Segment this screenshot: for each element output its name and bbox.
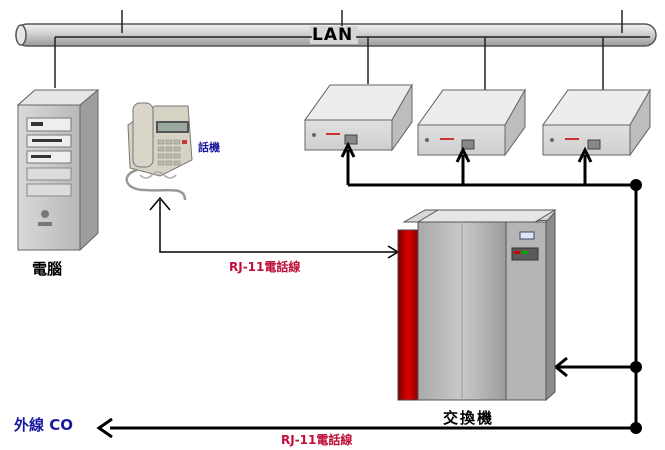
phone-label: 話機 bbox=[198, 141, 220, 154]
outside-line-label: 外線 CO bbox=[14, 416, 73, 434]
phone-icon bbox=[125, 102, 193, 201]
gateway-box-2 bbox=[417, 88, 526, 157]
pbx-icon bbox=[397, 209, 557, 402]
phone-cable bbox=[149, 196, 400, 259]
gateway-box-3 bbox=[542, 88, 651, 157]
pbx-label: 交換機 bbox=[443, 409, 495, 427]
cable-label-top: RJ-11電話線 bbox=[229, 260, 301, 274]
cable-label-bottom: RJ-11電話線 bbox=[281, 433, 353, 447]
lan-label: LAN bbox=[312, 25, 354, 45]
computer-label: 電腦 bbox=[32, 260, 63, 278]
lan-backbone bbox=[15, 10, 657, 47]
gateway-box-1 bbox=[304, 83, 413, 152]
arrowheads bbox=[96, 141, 593, 439]
gateway-bus bbox=[110, 150, 638, 430]
junction-dots bbox=[630, 179, 642, 434]
lan-drops bbox=[54, 37, 604, 92]
computer-icon bbox=[16, 88, 100, 252]
